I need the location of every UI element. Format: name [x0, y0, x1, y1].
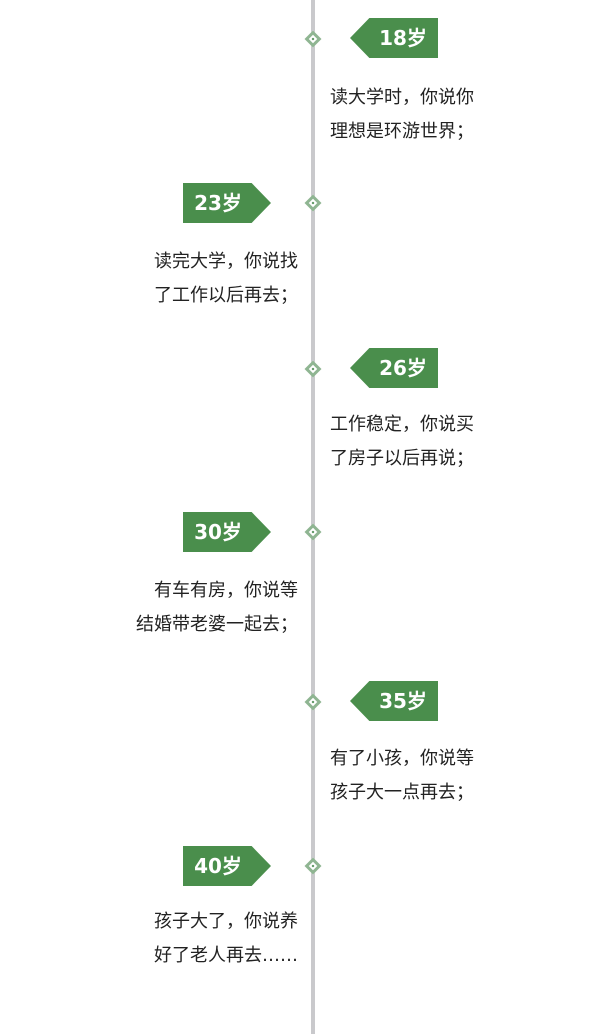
age-tag-18: 18岁	[350, 18, 438, 58]
note-line: 结婚带老婆一起去；	[136, 614, 298, 635]
timeline-node	[304, 857, 322, 875]
note-line: 有车有房，你说等	[154, 580, 298, 601]
note-line: 了工作以后再去；	[154, 285, 298, 306]
timeline-node	[304, 30, 322, 48]
note-line: 孩子大了，你说养	[154, 911, 298, 932]
note-line: 工作稳定，你说买	[330, 414, 474, 435]
age-tag-26: 26岁	[350, 348, 438, 388]
note-line: 读大学时，你说你	[330, 87, 474, 108]
timeline-note-35: 有了小孩，你说等 孩子大一点再去；	[330, 742, 474, 810]
note-line: 好了老人再去……	[154, 945, 298, 966]
timeline-node	[304, 523, 322, 541]
timeline-line	[311, 0, 315, 1034]
note-line: 孩子大一点再去；	[330, 782, 474, 803]
timeline-note-18: 读大学时，你说你 理想是环游世界；	[330, 81, 474, 149]
note-line: 读完大学，你说找	[154, 251, 298, 272]
timeline-node	[304, 360, 322, 378]
timeline-node	[304, 194, 322, 212]
note-line: 了房子以后再说；	[330, 448, 474, 469]
age-tag-40: 40岁	[183, 846, 271, 886]
note-line: 理想是环游世界；	[330, 121, 474, 142]
timeline-node	[304, 693, 322, 711]
note-line: 有了小孩，你说等	[330, 748, 474, 769]
age-tag-35: 35岁	[350, 681, 438, 721]
timeline-note-40: 孩子大了，你说养 好了老人再去……	[154, 905, 298, 973]
timeline-note-23: 读完大学，你说找 了工作以后再去；	[154, 245, 298, 313]
timeline-note-30: 有车有房，你说等 结婚带老婆一起去；	[136, 574, 298, 642]
age-tag-30: 30岁	[183, 512, 271, 552]
age-tag-23: 23岁	[183, 183, 271, 223]
timeline-note-26: 工作稳定，你说买 了房子以后再说；	[330, 408, 474, 476]
